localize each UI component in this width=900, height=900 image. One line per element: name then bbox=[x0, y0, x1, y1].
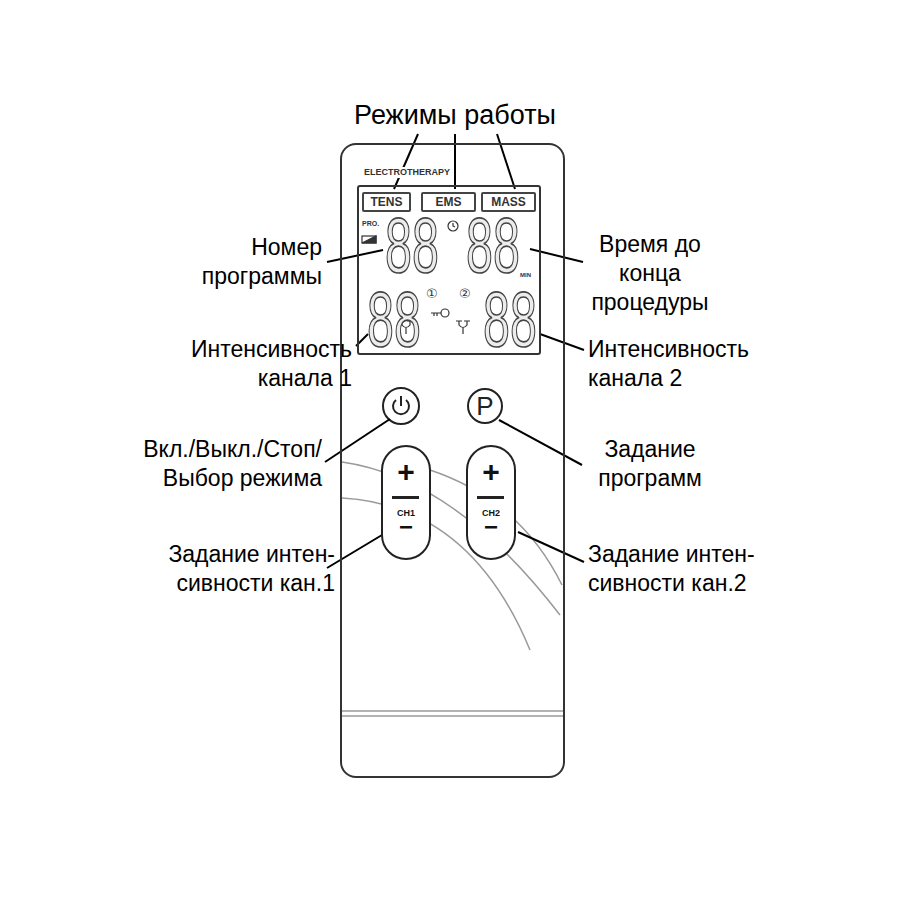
callout-label: Интенсивность канала 2 bbox=[588, 335, 818, 393]
battery-icon bbox=[362, 236, 376, 243]
callout-label: Вкл./Выкл./Стоп/ Выбор режима bbox=[82, 435, 322, 493]
leader-line bbox=[327, 250, 383, 262]
decor-arcs bbox=[342, 462, 563, 716]
lcd-screen: PRO.8888MIN88①②88TENSEMSMASS bbox=[357, 185, 541, 355]
battery-icon bbox=[362, 236, 376, 243]
box-label: MASS bbox=[491, 195, 526, 209]
minus-sign: − bbox=[468, 515, 514, 539]
power-icon bbox=[400, 396, 402, 406]
key-icon bbox=[431, 313, 441, 316]
callout-label: Время до конца процедуры bbox=[585, 230, 715, 317]
mode-box: TENS bbox=[362, 192, 411, 212]
box-label: P bbox=[476, 392, 493, 420]
plus-sign: + bbox=[468, 457, 514, 487]
mode-box: EMS bbox=[421, 192, 476, 212]
leader-line bbox=[327, 532, 387, 568]
segment-digits: 88 bbox=[466, 206, 520, 284]
box-label: TENS bbox=[370, 195, 402, 209]
leader-line bbox=[530, 249, 583, 262]
callout-label: Задание интен- сивности кан.1 bbox=[100, 540, 335, 598]
intensity-rocker: +CH1− bbox=[381, 445, 431, 560]
brand-text: ELECTROTHERAPY bbox=[363, 167, 451, 178]
mode-box: MASS bbox=[481, 192, 536, 212]
program-button: P bbox=[467, 388, 503, 424]
callout-label: Задание программ bbox=[580, 435, 720, 493]
callout-label: Номер программы bbox=[152, 233, 322, 291]
power-button bbox=[383, 388, 419, 424]
channel-number: ① bbox=[426, 287, 438, 301]
channel-number: ② bbox=[459, 287, 471, 301]
key-icon bbox=[441, 309, 449, 317]
segment-digits: 88 bbox=[385, 206, 439, 284]
segment-digits: 88 bbox=[367, 280, 421, 358]
unit-tag: MIN bbox=[520, 272, 531, 279]
decor-line bbox=[342, 715, 563, 717]
leader-line bbox=[540, 334, 584, 350]
callout-label: Режимы работы bbox=[305, 99, 605, 131]
plug-icon bbox=[456, 321, 470, 334]
clock-icon bbox=[448, 221, 458, 231]
device-body: ELECTROTHERAPYPRO.8888MIN88①②88TENSEMSMA… bbox=[340, 143, 565, 778]
callout-label: Задание интен- сивности кан.2 bbox=[588, 540, 813, 598]
minus-sign: − bbox=[383, 515, 429, 539]
program-tag: PRO. bbox=[362, 220, 379, 228]
power-button-ring bbox=[383, 388, 419, 424]
divider-bar bbox=[477, 496, 504, 499]
leader-lines bbox=[325, 134, 584, 568]
segment-digits: 88 bbox=[483, 280, 537, 358]
plus-sign: + bbox=[383, 457, 429, 487]
leader-line bbox=[325, 419, 390, 462]
divider-bar bbox=[392, 496, 419, 499]
callout-label: Интенсивность канала 1 bbox=[112, 335, 352, 393]
box-label: EMS bbox=[435, 195, 461, 209]
clock-icon bbox=[453, 223, 455, 227]
leader-line bbox=[518, 532, 584, 562]
decor-line bbox=[342, 710, 563, 712]
intensity-rocker: +CH2− bbox=[466, 445, 516, 560]
